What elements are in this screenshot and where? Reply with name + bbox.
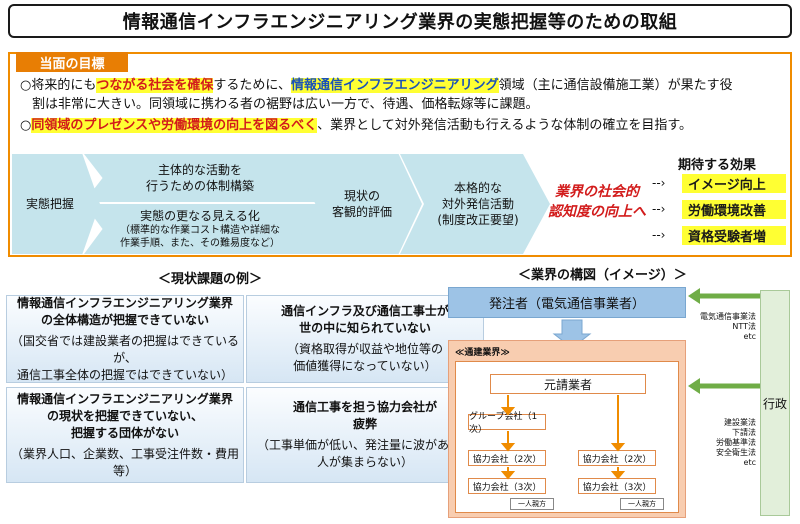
issues-heading: ＜現状課題の例＞ [158,272,263,287]
step-outreach: 本格的な 対外発信活動 (制度改正要望) [400,154,550,254]
effects-title: 期待する効果 [678,158,757,173]
inner-structure: 元請業者 グループ会社（1次） 協力会社（2次） 協力会社（2次） 協力会社（3… [455,361,679,513]
page-title: 情報通信インフラエンジニアリング業界の実態把握等のための取組 [8,4,792,38]
effect-arrow-icon: ‑‑› [652,228,666,242]
effect-item: 労働環境改善 [682,200,786,219]
effect-item: 資格受験者増 [682,226,786,245]
client-box: 発注者（電気通信事業者） [448,287,686,318]
recognition-note: 業界の社会的 認知度の向上へ [548,184,646,220]
issue-card: 通信インフラ及び通信工事士が 世の中に知られていない （資格取得が収益や地位等の… [246,295,484,383]
goal-line-1: ○将来的にもつながる社会を確保するために、情報通信インフラエンジニアリング領域（… [20,78,733,93]
laws-top: 電気通信事業法 NTT法 etc [700,312,756,341]
construction-industry-box: ≪通建業界≫ 元請業者 グループ会社（1次） 協力会社（2次） 協力会社（2次）… [448,340,686,518]
inner-arrows [500,395,626,480]
step-visualization: 実態の更なる見える化 （標準的な作業コスト構造や詳細な 作業手順、また、その難易… [84,204,316,254]
arrow-left-icon [688,378,700,394]
construction-label: ≪通建業界≫ [455,348,510,358]
effect-arrow-icon: ‑‑› [652,202,666,216]
effect-item: イメージ向上 [682,174,786,193]
coop-company-2: 協力会社（2次） [578,450,656,466]
solo-contractor: 一人親方 [510,498,554,510]
coop-company-2: 協力会社（2次） [468,450,546,466]
coop-company-3: 協力会社（3次） [468,478,546,494]
goals-panel: 当面の目標 ○将来的にもつながる社会を確保するために、情報通信インフラエンジニア… [8,52,792,257]
prime-contractor: 元請業者 [490,374,646,394]
goals-tag: 当面の目標 [16,52,128,72]
government-box: 行政 [760,290,790,516]
structure-heading: ＜業界の構図（イメージ）＞ [518,268,687,283]
arrow-left-icon [688,288,700,304]
laws-bottom: 建設業法 下請法 労働基準法 安全衛生法 etc [716,418,756,467]
issue-card: 情報通信インフラエンジニアリング業界 の全体構造が把握できていない （国交省では… [6,295,244,383]
process-flow: 実態把握 主体的な活動を 行うための体制構築 実態の更なる見える化 （標準的な作… [12,154,552,254]
goal-line-3: ○同領域のプレゼンスや労働環境の向上を図るべく、業界として対外発信活動も行えるよ… [20,118,693,133]
effect-arrow-icon: ‑‑› [652,176,666,190]
coop-company-3: 協力会社（3次） [578,478,656,494]
step-organization: 主体的な活動を 行うための体制構築 [84,154,316,202]
goal-line-2: 割は非常に大きい。同領域に携わる者の裾野は広い一方で、待遇、価格転嫁等に課題。 [32,97,539,112]
issue-card: 情報通信インフラエンジニアリング業界 の現状を把握できていない、 把握する団体が… [6,387,244,483]
solo-contractor: 一人親方 [620,498,664,510]
issue-card: 通信工事を担う協力会社が 疲弊 （工事単価が低い、発注量に波がある、 人が集まら… [246,387,484,483]
